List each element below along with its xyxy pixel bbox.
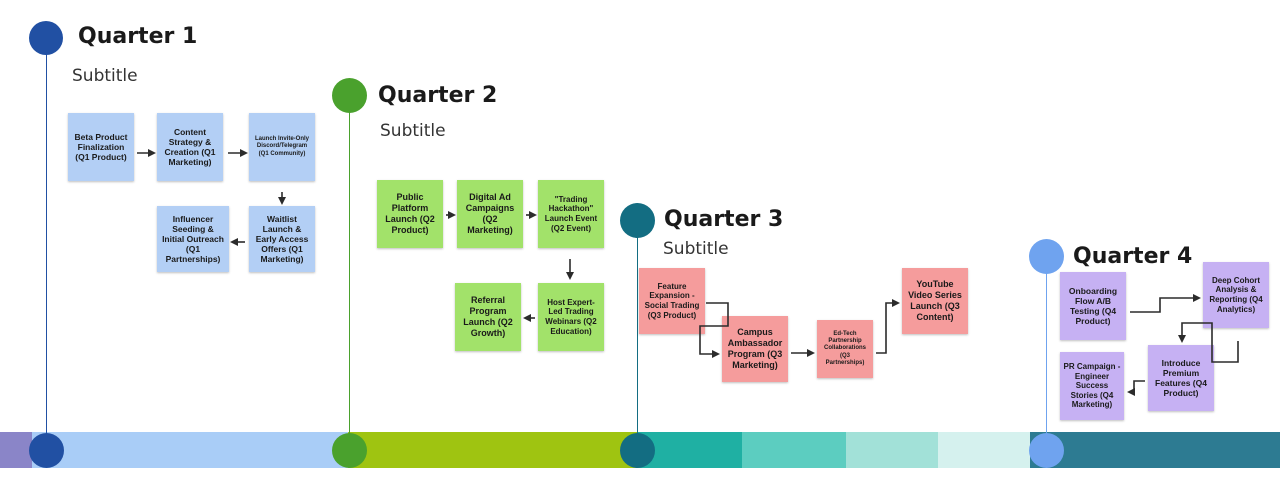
quarter-4-bottom-dot	[1029, 433, 1064, 468]
arrow-premium-to-pr	[1127, 380, 1145, 396]
quarter-2-bottom-dot	[332, 433, 367, 468]
quarter-3-bottom-dot	[620, 433, 655, 468]
quarter-1-title: Quarter 1	[78, 24, 198, 49]
quarter-1-dot	[29, 21, 63, 55]
sticky-public-platform-launch: Public Platform Launch (Q2 Product)	[377, 180, 443, 248]
timeline-bar-segment-q1	[32, 432, 348, 468]
timeline-bar-segment-q4	[1030, 432, 1280, 468]
sticky-digital-ad-campaigns: Digital Ad Campaigns (Q2 Marketing)	[457, 180, 523, 248]
sticky-trading-hackathon: "Trading Hackathon" Launch Event (Q2 Eve…	[538, 180, 604, 248]
quarter-2-line	[349, 95, 350, 450]
sticky-premium-features: Introduce Premium Features (Q4 Product)	[1148, 345, 1214, 411]
timeline-bar-segment-q3c	[846, 432, 938, 468]
timeline-bar-segment-q3d	[938, 432, 1030, 468]
timeline-bar-segment-start	[0, 432, 32, 468]
sticky-pr-campaign: PR Campaign - Engineer Success Stories (…	[1060, 352, 1124, 420]
sticky-waitlist-launch: Waitlist Launch & Early Access Offers (Q…	[249, 206, 315, 272]
quarter-3-dot	[620, 203, 655, 238]
sticky-expert-webinars: Host Expert-Led Trading Webinars (Q2 Edu…	[538, 283, 604, 351]
sticky-youtube-series: YouTube Video Series Launch (Q3 Content)	[902, 268, 968, 334]
sticky-launch-discord: Launch Invite-Only Discord/Telegram (Q1 …	[249, 113, 315, 181]
quarter-3-line	[637, 220, 638, 450]
quarter-1-line	[46, 38, 47, 450]
sticky-content-strategy: Content Strategy & Creation (Q1 Marketin…	[157, 113, 223, 181]
sticky-feature-expansion: Feature Expansion - Social Trading (Q3 P…	[639, 268, 705, 334]
sticky-edtech-partnership: Ed-Tech Partnership Collaborations (Q3 P…	[817, 320, 873, 378]
sticky-beta-product-finalization: Beta Product Finalization (Q1 Product)	[68, 113, 134, 181]
timeline-bar-segment-q3a	[638, 432, 742, 468]
sticky-deep-cohort-analysis: Deep Cohort Analysis & Reporting (Q4 Ana…	[1203, 262, 1269, 328]
quarter-4-dot	[1029, 239, 1064, 274]
quarter-2-title: Quarter 2	[378, 83, 498, 108]
arrow-feature-to-campus	[699, 302, 729, 358]
arrow-edtech-to-youtube	[876, 299, 900, 354]
quarter-2-subtitle: Subtitle	[380, 121, 446, 141]
quarter-4-line	[1046, 256, 1047, 450]
arrow-onboarding-to-cohort	[1130, 294, 1201, 313]
sticky-referral-program: Referral Program Launch (Q2 Growth)	[455, 283, 521, 351]
arrow-cohort-to-premium	[1178, 322, 1239, 363]
sticky-influencer-seeding: Influencer Seeding & Initial Outreach (Q…	[157, 206, 229, 272]
quarter-1-subtitle: Subtitle	[72, 66, 138, 86]
quarter-1-bottom-dot	[29, 433, 64, 468]
quarter-4-title: Quarter 4	[1073, 244, 1193, 269]
sticky-campus-ambassador: Campus Ambassador Program (Q3 Marketing)	[722, 316, 788, 382]
timeline-bar-segment-q2	[348, 432, 638, 468]
quarter-3-subtitle: Subtitle	[663, 239, 729, 259]
timeline-bar-segment-q3b	[742, 432, 846, 468]
sticky-onboarding-ab-testing: Onboarding Flow A/B Testing (Q4 Product)	[1060, 272, 1126, 340]
quarter-3-title: Quarter 3	[664, 207, 784, 232]
quarter-2-dot	[332, 78, 367, 113]
